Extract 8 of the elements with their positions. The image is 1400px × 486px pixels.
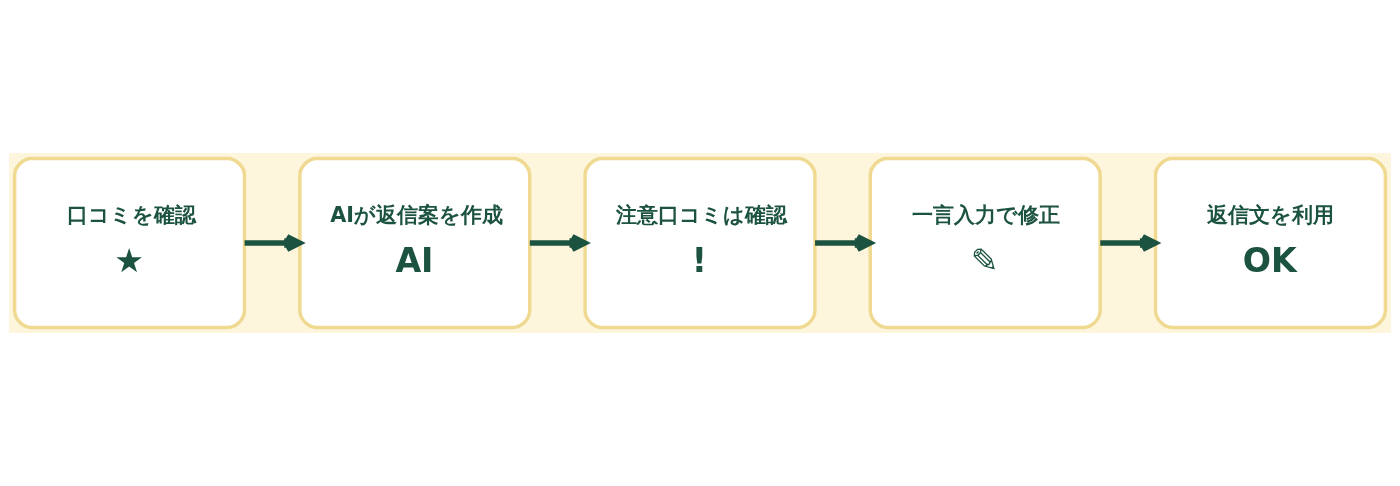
node-box: 返信文を利用 OK <box>1153 156 1388 330</box>
node-box: 一言入力で修正 ✎ <box>868 156 1102 330</box>
arrow <box>244 234 303 252</box>
node-box: AIが返信案を作成 AI <box>298 156 532 330</box>
arrow <box>815 234 873 252</box>
node-box: 口コミを確認 ★ <box>12 156 247 330</box>
node-box: 注意口コミは確認 ! <box>583 156 817 330</box>
arrow <box>529 234 588 252</box>
